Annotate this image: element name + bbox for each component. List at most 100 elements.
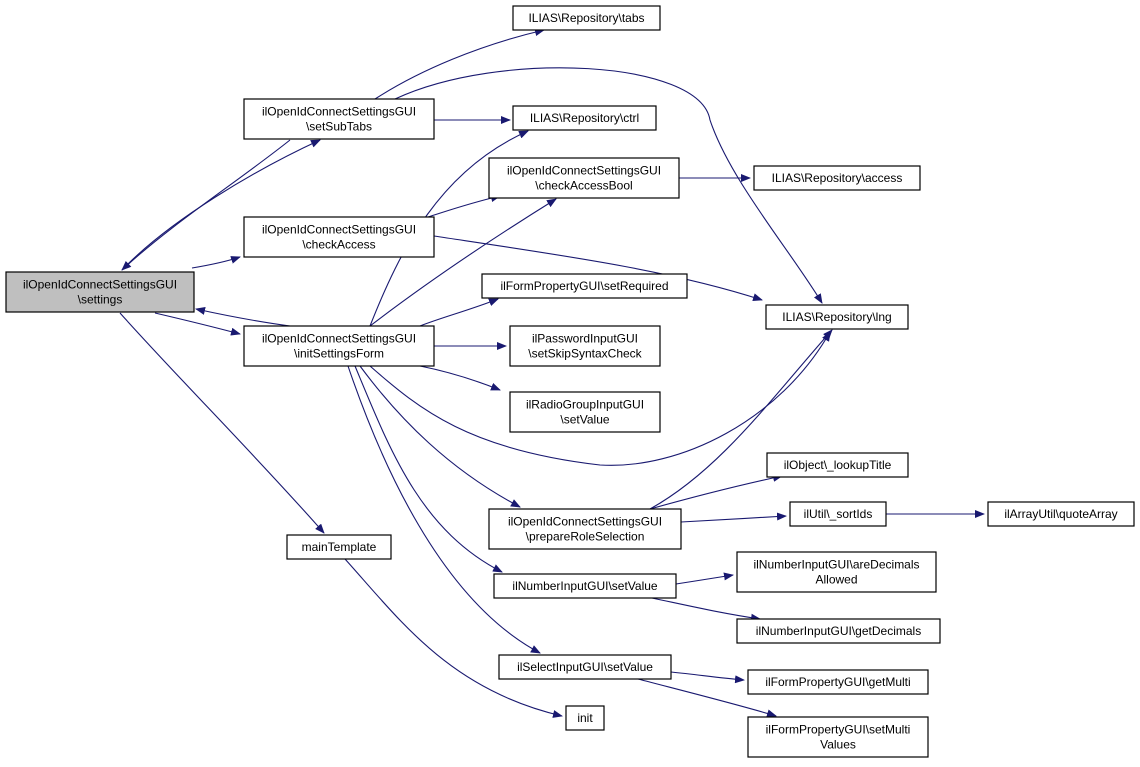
edge-initSettingsForm-setRequired [419, 298, 499, 327]
node-label: ILIAS\Repository\ctrl [530, 111, 639, 125]
edge-setSubTabs-root [121, 139, 291, 271]
edge-prepareRoleSelection-lookupTitle [649, 473, 783, 510]
node-root: ilOpenIdConnectSettingsGUI\settings [5, 271, 195, 313]
node-label: ILIAS\Repository\access [772, 171, 903, 185]
node-init[interactable]: init [565, 705, 605, 731]
node-label: ILIAS\Repository\lng [782, 310, 891, 324]
node-box [747, 716, 929, 758]
edge-root-checkAccess [191, 256, 241, 269]
edge-initSettingsForm-numberSetValue [354, 365, 503, 573]
node-label: ilUtil\_sortIds [804, 507, 873, 521]
node-box [765, 304, 909, 330]
node-label: ilSelectInputGUI\setValue [517, 660, 653, 674]
node-box [243, 98, 435, 140]
edge-root-initSettingsForm [154, 312, 241, 336]
edge-initSettingsForm-lng [369, 331, 831, 466]
node-box [498, 654, 672, 680]
node-label: ilFormPropertyGUI\getMulti [765, 675, 910, 689]
node-box [243, 325, 435, 367]
node-label: ilPasswordInputGUI [532, 332, 638, 346]
node-tabs[interactable]: ILIAS\Repository\tabs [512, 5, 661, 31]
edge-initSettingsForm-checkAccessBool [369, 198, 557, 327]
node-label: ilOpenIdConnectSettingsGUI [508, 515, 662, 529]
node-label: ilObject\_lookupTitle [784, 458, 892, 472]
node-prepareRoleSelection[interactable]: ilOpenIdConnectSettingsGUI\prepareRoleSe… [488, 508, 682, 550]
edge-root-setSubTabs [121, 139, 321, 271]
node-box [789, 501, 887, 527]
node-label: ilNumberInputGUI\setValue [512, 579, 658, 593]
edge-initSettingsForm-ctrl [369, 130, 529, 327]
node-lng[interactable]: ILIAS\Repository\lng [765, 304, 909, 330]
node-setSubTabs[interactable]: ilOpenIdConnectSettingsGUI\setSubTabs [243, 98, 435, 140]
node-label: \prepareRoleSelection [526, 530, 645, 544]
node-box [493, 573, 677, 599]
node-box [488, 508, 682, 550]
node-label: \setValue [560, 413, 609, 427]
node-label: ilOpenIdConnectSettingsGUI [262, 105, 416, 119]
node-quoteArray[interactable]: ilArrayUtil\quoteArray [987, 501, 1135, 527]
node-box [481, 273, 688, 299]
node-label: ilOpenIdConnectSettingsGUI [23, 278, 177, 292]
node-sortIds[interactable]: ilUtil\_sortIds [789, 501, 887, 527]
node-setSkipSyntaxCheck[interactable]: ilPasswordInputGUI\setSkipSyntaxCheck [509, 325, 661, 367]
edge-prepareRoleSelection-lng [649, 329, 833, 510]
node-box [987, 501, 1135, 527]
node-label: \checkAccess [302, 238, 375, 252]
node-label: init [577, 711, 593, 725]
edge-mainTemplate-init [344, 558, 563, 718]
node-label: mainTemplate [302, 540, 377, 554]
node-box [488, 157, 680, 199]
edge-initSettingsForm-radioSetValue [419, 365, 501, 391]
node-box [286, 534, 392, 560]
node-label: ilArrayUtil\quoteArray [1004, 507, 1117, 521]
node-label: ilOpenIdConnectSettingsGUI [262, 332, 416, 346]
node-mainTemplate[interactable]: mainTemplate [286, 534, 392, 560]
edge-numberSetValue-getDecimals [651, 597, 761, 622]
edge-initSettingsForm-prepareRoleSelection [359, 365, 521, 508]
node-box [512, 105, 657, 131]
node-label: \setSkipSyntaxCheck [528, 347, 642, 361]
node-box [565, 705, 605, 731]
node-getMulti[interactable]: ilFormPropertyGUI\getMulti [747, 669, 929, 695]
node-box [736, 618, 941, 644]
edge-setSubTabs-tabs [374, 28, 545, 100]
node-box [512, 5, 661, 31]
node-box [747, 669, 929, 695]
node-label: ilFormPropertyGUI\setRequired [500, 279, 668, 293]
node-label: ilRadioGroupInputGUI [526, 398, 644, 412]
edge-root-mainTemplate [119, 312, 325, 534]
edge-selectSetValue-setMultiValues [637, 678, 777, 718]
node-label: ILIAS\Repository\tabs [528, 11, 644, 25]
node-lookupTitle[interactable]: ilObject\_lookupTitle [766, 452, 909, 478]
node-checkAccess[interactable]: ilOpenIdConnectSettingsGUI\checkAccess [243, 216, 435, 258]
node-checkAccessBool[interactable]: ilOpenIdConnectSettingsGUI\checkAccessBo… [488, 157, 680, 199]
node-ctrl[interactable]: ILIAS\Repository\ctrl [512, 105, 657, 131]
node-box [5, 271, 195, 313]
node-box [766, 452, 909, 478]
node-radioSetValue[interactable]: ilRadioGroupInputGUI\setValue [509, 391, 661, 433]
edge-initSettingsForm-selectSetValue [347, 365, 541, 654]
edge-setSubTabs-lng [394, 67, 823, 304]
node-label: \initSettingsForm [294, 347, 384, 361]
node-box [736, 551, 937, 593]
node-numberSetValue[interactable]: ilNumberInputGUI\setValue [493, 573, 677, 599]
edge-selectSetValue-getMulti [670, 671, 745, 684]
node-box [753, 165, 921, 191]
node-label: ilOpenIdConnectSettingsGUI [262, 223, 416, 237]
node-box [509, 325, 661, 367]
node-label: \checkAccessBool [535, 179, 632, 193]
edge-checkAccess-lng [433, 235, 763, 302]
node-initSettingsForm[interactable]: ilOpenIdConnectSettingsGUI\initSettingsF… [243, 325, 435, 367]
node-access[interactable]: ILIAS\Repository\access [753, 165, 921, 191]
node-label: Allowed [815, 573, 857, 587]
edge-prepareRoleSelection-sortIds [680, 512, 787, 523]
edge-initSettingsForm-root [195, 307, 291, 327]
node-label: ilNumberInputGUI\areDecimals [753, 558, 919, 572]
node-setRequired[interactable]: ilFormPropertyGUI\setRequired [481, 273, 688, 299]
node-selectSetValue[interactable]: ilSelectInputGUI\setValue [498, 654, 672, 680]
node-label: ilNumberInputGUI\getDecimals [756, 624, 921, 638]
node-getDecimals[interactable]: ilNumberInputGUI\getDecimals [736, 618, 941, 644]
